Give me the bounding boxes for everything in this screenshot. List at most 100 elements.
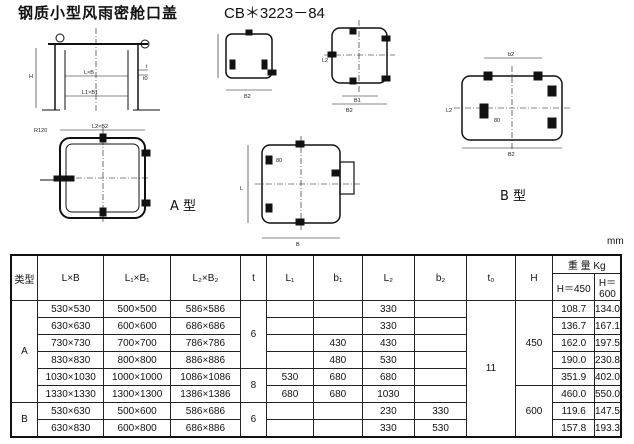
header-l2b2: L₂×B₂ bbox=[169, 254, 241, 301]
header-l1: L₁ bbox=[265, 254, 314, 301]
cell-lb: 730×730 bbox=[36, 334, 105, 352]
cell-b1 bbox=[312, 402, 363, 420]
table-header-row: 类型 L×B L₁×B₁ L₂×B₂ t L₁ b₁ L₂ b₂ t₀ H 重 … bbox=[10, 254, 622, 301]
cell-l2b2: 686×686 bbox=[169, 317, 241, 335]
header-h600: H＝600 bbox=[593, 273, 622, 301]
technical-drawings: H L×B L1×B1 t t0 R120 L2×B2 B2 B2 B1 L2 … bbox=[29, 20, 572, 248]
cell-b1: 430 bbox=[312, 334, 363, 352]
cell-l2b2: 786×786 bbox=[169, 334, 241, 352]
cell-w600: 197.5 bbox=[593, 334, 622, 352]
plan-view-a-medium bbox=[324, 20, 395, 105]
dim-l-b: L×B bbox=[84, 70, 94, 76]
cell-lb: 530×630 bbox=[36, 402, 105, 420]
cell-l2: 230 bbox=[361, 402, 415, 420]
cell-w450: 136.7 bbox=[552, 317, 595, 335]
cell-w450: 351.9 bbox=[552, 368, 595, 386]
cell-l2b2: 1086×1086 bbox=[169, 368, 241, 386]
page-title: 钢质小型风雨密舱口盖 bbox=[18, 4, 179, 22]
header-lb: L×B bbox=[36, 254, 105, 301]
table-row: 630×830 600×800 686×886 330 530 157.8 19… bbox=[11, 419, 622, 438]
cell-l1b1: 1000×1000 bbox=[103, 368, 171, 386]
table-row: 1330×1330 1300×1300 1386×1386 680 680 10… bbox=[11, 385, 622, 438]
cell-l2: 430 bbox=[361, 334, 415, 352]
cell-w600: 167.1 bbox=[593, 317, 622, 335]
cell-t0: 11 bbox=[466, 300, 516, 438]
cell-l1 bbox=[265, 351, 314, 369]
table-subheader-row: H＝450 H＝600 bbox=[11, 273, 622, 301]
cell-w600: 402.0 bbox=[593, 368, 622, 386]
plan-view-a-large bbox=[247, 136, 360, 239]
header-b1: b₁ bbox=[312, 254, 363, 301]
cell-l2b2: 686×886 bbox=[169, 419, 241, 438]
dim-r120: R120 bbox=[34, 128, 47, 134]
cell-b2 bbox=[413, 317, 468, 335]
unit-label: mm bbox=[607, 236, 624, 247]
cell-b2: 330 bbox=[413, 402, 468, 420]
cell-w600: 230.8 bbox=[593, 351, 622, 369]
cell-l1: 530 bbox=[265, 368, 314, 386]
type-a-label: A 型 bbox=[170, 199, 197, 214]
cell-w450: 460.0 bbox=[552, 385, 595, 403]
cell-l1 bbox=[265, 334, 314, 352]
cell-t-6b: 6 bbox=[239, 402, 267, 438]
cell-l2: 680 bbox=[361, 368, 415, 386]
cell-l2: 330 bbox=[361, 300, 415, 318]
cell-w600: 147.5 bbox=[593, 402, 622, 420]
cell-b1 bbox=[312, 317, 363, 335]
plan-view-a-small bbox=[217, 29, 277, 91]
header-type: 类型 bbox=[10, 254, 38, 301]
cell-l1b1: 500×500 bbox=[103, 300, 171, 318]
cell-l1b1: 800×800 bbox=[103, 351, 171, 369]
cell-b2 bbox=[413, 300, 468, 318]
cell-w450: 108.7 bbox=[552, 300, 595, 318]
cell-b2 bbox=[413, 334, 468, 352]
table-row: 830×830 800×800 886×886 480 530 190.0 23… bbox=[11, 351, 622, 369]
cell-l1b1: 600×800 bbox=[103, 419, 171, 438]
elevation-view bbox=[35, 28, 160, 112]
cell-b1: 480 bbox=[312, 351, 363, 369]
cell-b2 bbox=[413, 351, 468, 369]
cell-l1 bbox=[265, 419, 314, 438]
cell-l1 bbox=[265, 317, 314, 335]
cell-b1: 680 bbox=[312, 385, 363, 403]
header-b2: b₂ bbox=[413, 254, 468, 301]
group-b: B bbox=[10, 402, 38, 438]
dim-80-typeb: 80 bbox=[494, 118, 500, 124]
plan-view-a bbox=[40, 128, 151, 222]
cell-l1b1: 500×600 bbox=[103, 402, 171, 420]
cell-w450: 157.8 bbox=[552, 419, 595, 438]
cell-l1b1: 600×600 bbox=[103, 317, 171, 335]
table-row: A 530×530 500×500 586×586 6 330 11 450 1… bbox=[10, 300, 622, 438]
cell-b1 bbox=[312, 300, 363, 318]
dim-80-large: 80 bbox=[276, 158, 282, 164]
cell-w450: 190.0 bbox=[552, 351, 595, 369]
header-h450: H＝450 bbox=[552, 273, 595, 301]
cell-l1b1: 1300×1300 bbox=[103, 385, 171, 403]
dim-b-large: B bbox=[296, 242, 300, 248]
standard-number: CB＊3223－84 bbox=[224, 5, 325, 22]
header-t0: t₀ bbox=[466, 254, 516, 301]
cell-t-6a: 6 bbox=[239, 300, 267, 369]
cell-l2: 330 bbox=[361, 317, 415, 335]
cell-l2: 330 bbox=[361, 419, 415, 438]
dim-b2-typeb: b2 bbox=[508, 52, 514, 58]
cell-l2: 530 bbox=[361, 351, 415, 369]
cell-l2b2: 1386×1386 bbox=[169, 385, 241, 403]
dim-l-large: L bbox=[240, 186, 243, 192]
dim-b1-medium: B1 bbox=[354, 98, 361, 104]
cell-b1: 680 bbox=[312, 368, 363, 386]
dim-l1-b1: L1×B1 bbox=[82, 90, 98, 96]
cell-l2b2: 886×886 bbox=[169, 351, 241, 369]
dim-l2-medium: L2 bbox=[322, 58, 328, 64]
cell-t-8: 8 bbox=[239, 368, 267, 403]
cell-l1b1: 700×700 bbox=[103, 334, 171, 352]
cell-l2b2: 586×586 bbox=[169, 300, 241, 318]
type-b-label: B 型 bbox=[500, 189, 527, 204]
cell-lb: 830×830 bbox=[36, 351, 105, 369]
header-l2: L₂ bbox=[361, 254, 415, 301]
header-t: t bbox=[239, 254, 267, 301]
cell-b2 bbox=[413, 368, 468, 386]
group-a: A bbox=[10, 300, 38, 403]
dim-l2-typeb: L2 bbox=[446, 108, 452, 114]
cell-b2: 530 bbox=[413, 419, 468, 438]
